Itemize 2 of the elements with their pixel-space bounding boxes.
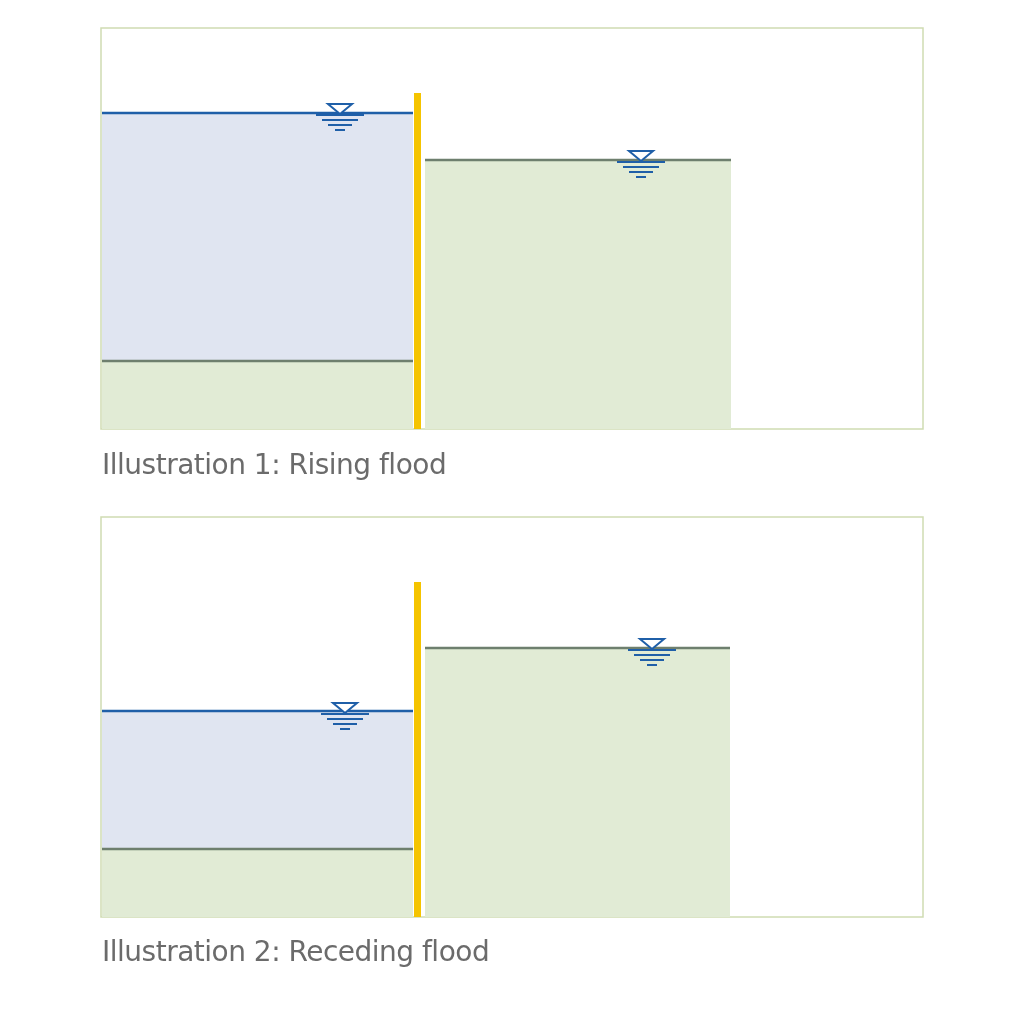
figure-caption: Illustration 2: Receding flood [102,935,490,968]
figure-caption: Illustration 1: Rising flood [102,448,447,481]
